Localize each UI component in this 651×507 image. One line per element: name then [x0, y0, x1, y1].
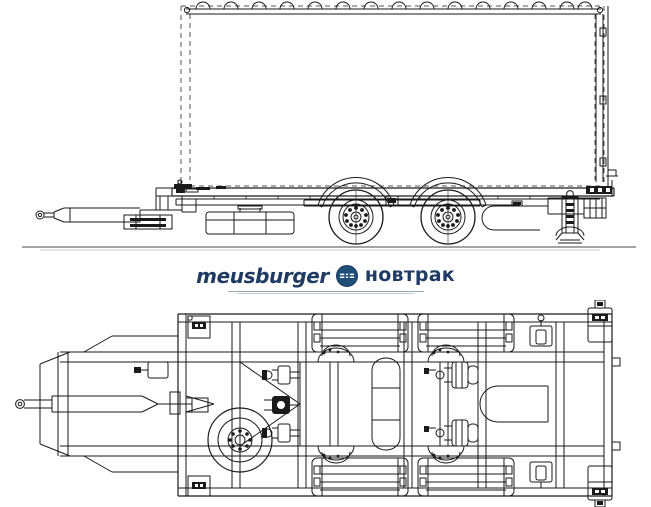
- brake-chamber-front-right: [262, 423, 300, 443]
- logo-text-novtrak: новтрак: [364, 264, 455, 286]
- meusburger-roundel-icon: [335, 264, 358, 287]
- rear-lamp-cluster: [547, 186, 612, 219]
- logo-divider-line: [227, 290, 424, 292]
- rear-lamp-right: [587, 465, 613, 507]
- wheel-front: [328, 189, 384, 245]
- brand-logo-band: meusburger новтрак: [0, 258, 651, 300]
- roof-corner-rear: [596, 6, 604, 14]
- rear-frame-post: [606, 169, 618, 196]
- air-tank: [481, 200, 548, 231]
- chassis-rails: [60, 351, 604, 457]
- grating-panel-rear-top: [417, 313, 515, 353]
- chassis-side-rails: [178, 314, 612, 496]
- brake-chamber-front-left: [262, 365, 300, 385]
- roof-bows: [186, 1, 601, 15]
- tow-eye: [15, 399, 25, 409]
- axle-rear: [424, 344, 479, 464]
- support-leg-left-plan: [529, 314, 553, 347]
- crossmembers: [231, 322, 565, 488]
- brake-chamber-rear-left: [424, 361, 479, 389]
- support-leg: [555, 190, 585, 244]
- wheel-rear: [420, 189, 476, 245]
- support-leg-rungs: [566, 203, 574, 224]
- air-tank-rear: [479, 385, 549, 423]
- front-marker-lamp: [187, 315, 211, 339]
- grating-panel-rear-bottom: [417, 457, 515, 497]
- diagonal-braces: [239, 361, 301, 447]
- drawbar: [24, 395, 192, 413]
- rear-crossbeam-tabs: [611, 357, 621, 451]
- rear-lamp-left: [587, 300, 613, 343]
- valve-block: [264, 396, 300, 414]
- drawbar-sleeve: [185, 397, 209, 413]
- logo-divider-line-secondary: [236, 292, 415, 294]
- front-lamp-bracket-lower: [187, 475, 211, 497]
- front-coupling-detail: [174, 179, 226, 193]
- tow-eye: [35, 210, 45, 220]
- body-inner-envelope: [189, 13, 596, 180]
- spare-wheel: [207, 407, 273, 473]
- chassis-outer-frame: [177, 313, 613, 497]
- platform-deck: [171, 187, 615, 197]
- body-envelope: [180, 5, 605, 187]
- drawbar: [44, 207, 140, 223]
- front-taper-frame: [39, 335, 178, 473]
- front-side-lamp: [134, 361, 169, 379]
- wheel-front-studs: [344, 206, 368, 228]
- mudguard-rear: [409, 176, 487, 208]
- brand-logo: meusburger новтрак: [196, 263, 455, 288]
- hub-front-right: [317, 445, 355, 464]
- front-point-brace: [185, 395, 215, 413]
- hub-rear-right: [427, 445, 465, 464]
- rear-door-frame: [595, 6, 609, 190]
- drawbar-bracket: [123, 214, 173, 230]
- brake-chamber-rear-right: [424, 419, 479, 447]
- logo-text-meusburger: meusburger: [196, 263, 329, 288]
- side-bracket-left: [169, 391, 181, 415]
- mudguard-front: [317, 176, 395, 208]
- grating-panel-front-bottom: [311, 457, 409, 497]
- axle-front: [262, 344, 355, 464]
- top-view: [15, 300, 621, 507]
- side-view: [22, 1, 636, 251]
- hub-front-left: [317, 344, 355, 363]
- hub-rear-left: [427, 344, 465, 363]
- ground-line: [22, 246, 636, 251]
- roof-corner-front: [183, 6, 191, 14]
- toolbox: [205, 205, 295, 235]
- support-leg-right-plan: [529, 461, 553, 488]
- grating-panel-front-top: [311, 313, 409, 353]
- air-tank-centre: [371, 357, 401, 451]
